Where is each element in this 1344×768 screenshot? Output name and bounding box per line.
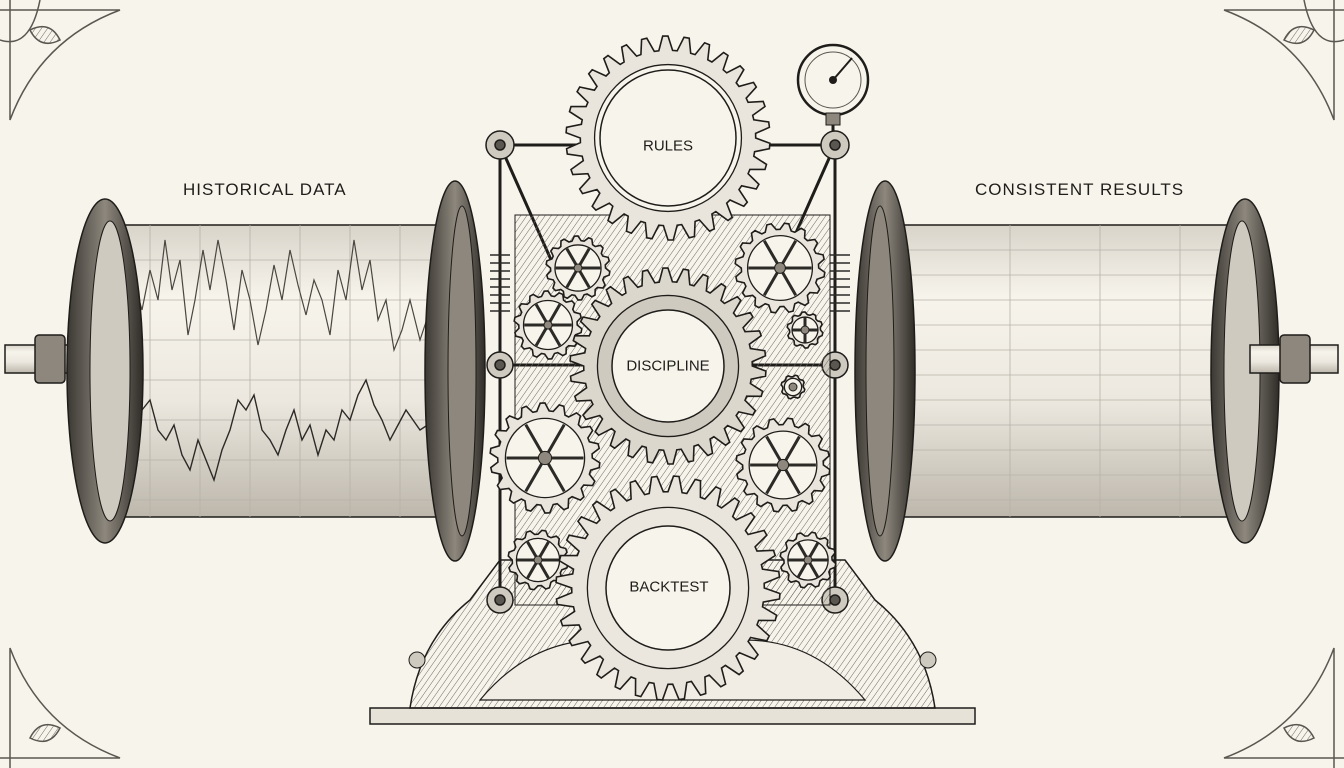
discipline-gear — [569, 267, 767, 465]
small-gear-lower-left — [507, 529, 569, 591]
left-roller — [66, 180, 486, 562]
historical-price-trace-lower — [109, 378, 446, 483]
small-gear-upper-left — [545, 235, 611, 301]
consistent-results-label: CONSISTENT RESULTS — [975, 180, 1185, 199]
medium-gear-right — [735, 417, 831, 513]
right-axle — [1249, 334, 1339, 384]
small-gear-lower-right — [779, 531, 837, 589]
rules-label: RULES — [642, 137, 694, 155]
corner-ornament-bottom-right — [1223, 647, 1344, 768]
small-gear-left — [513, 290, 583, 360]
small-gear-upper-right — [734, 222, 826, 314]
historical-price-trace-upper — [109, 239, 446, 353]
corner-ornament-bottom-left — [0, 647, 121, 768]
pressure-gauge — [796, 43, 870, 126]
small-gear-right — [786, 311, 824, 349]
springs — [490, 254, 850, 312]
rules-gear — [565, 35, 771, 241]
backtest-gear — [555, 475, 781, 701]
tiny-gear-right — [780, 374, 806, 400]
right-roller — [854, 180, 1280, 562]
medium-gear-left — [489, 402, 601, 514]
discipline-label: DISCIPLINE — [626, 357, 710, 375]
gear-train — [489, 35, 837, 701]
historical-data-label: HISTORICAL DATA — [183, 180, 347, 199]
backtest-label: BACKTEST — [629, 578, 709, 596]
corner-ornament-top-left — [0, 0, 121, 121]
frame-bolts — [485, 130, 850, 614]
corner-ornament-top-right — [1223, 0, 1344, 121]
